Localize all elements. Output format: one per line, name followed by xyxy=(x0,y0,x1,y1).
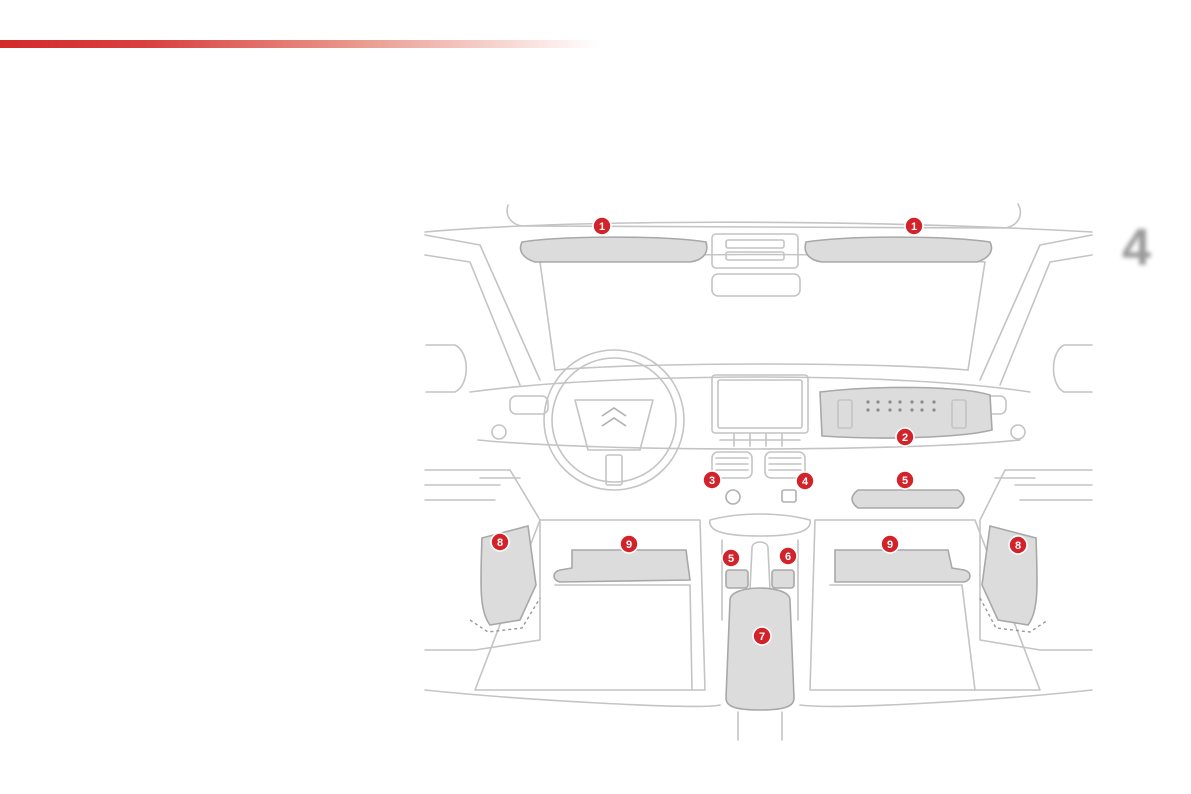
svg-text:3: 3 xyxy=(709,475,715,487)
svg-text:2: 2 xyxy=(902,432,908,444)
marker-1-visor-left: 1 xyxy=(593,217,611,235)
power-socket-icon xyxy=(782,490,796,502)
svg-text:6: 6 xyxy=(785,551,791,563)
windscreen-right-edge xyxy=(968,262,985,370)
gear-selector xyxy=(750,542,770,590)
sun-visor-right xyxy=(805,237,991,262)
rear-view-mirror xyxy=(712,274,800,296)
svg-text:9: 9 xyxy=(626,539,632,551)
svg-text:5: 5 xyxy=(902,475,908,487)
centre-console xyxy=(710,514,810,536)
svg-text:5: 5 xyxy=(728,553,734,565)
marker-9-floor-mat-left: 9 xyxy=(620,535,638,553)
windscreen-left-edge xyxy=(540,262,555,370)
left-a-pillar xyxy=(425,235,540,380)
console-storage xyxy=(726,570,748,588)
svg-text:4: 4 xyxy=(802,476,809,488)
marker-4-power-socket: 4 xyxy=(796,472,814,490)
touchscreen xyxy=(712,375,808,433)
sun-visor-left xyxy=(521,237,707,262)
svg-text:7: 7 xyxy=(759,631,765,643)
left-side-mirror xyxy=(426,345,466,392)
svg-text:8: 8 xyxy=(497,537,503,549)
marker-5-console-storage: 5 xyxy=(722,549,740,567)
dash-storage xyxy=(852,490,964,508)
usb-socket-icon xyxy=(726,490,740,504)
marker-2-glovebox: 2 xyxy=(896,428,914,446)
marker-5-dash-storage: 5 xyxy=(896,471,914,489)
marker-3-usb-socket: 3 xyxy=(703,471,721,489)
marker-8-door-pocket-right: 8 xyxy=(1009,536,1027,554)
svg-text:1: 1 xyxy=(599,221,605,233)
armrest xyxy=(726,588,794,710)
floor-mat-right xyxy=(835,550,970,582)
steering-wheel xyxy=(544,350,684,490)
svg-text:1: 1 xyxy=(911,221,917,233)
console-tray xyxy=(772,570,794,588)
marker-6-console-tray: 6 xyxy=(779,547,797,565)
right-a-pillar xyxy=(980,235,1092,380)
marker-8-door-pocket-left: 8 xyxy=(491,533,509,551)
marker-1-visor-right: 1 xyxy=(905,217,923,235)
marker-7-armrest: 7 xyxy=(753,627,771,645)
roof-console xyxy=(712,234,798,268)
marker-9-floor-mat-right: 9 xyxy=(881,535,899,553)
right-side-mirror xyxy=(1054,345,1093,392)
chevron-logo-icon xyxy=(602,408,626,426)
svg-text:9: 9 xyxy=(887,539,893,551)
svg-text:8: 8 xyxy=(1015,540,1021,552)
windscreen-bottom xyxy=(555,364,968,370)
floor-mat-left xyxy=(554,550,690,582)
